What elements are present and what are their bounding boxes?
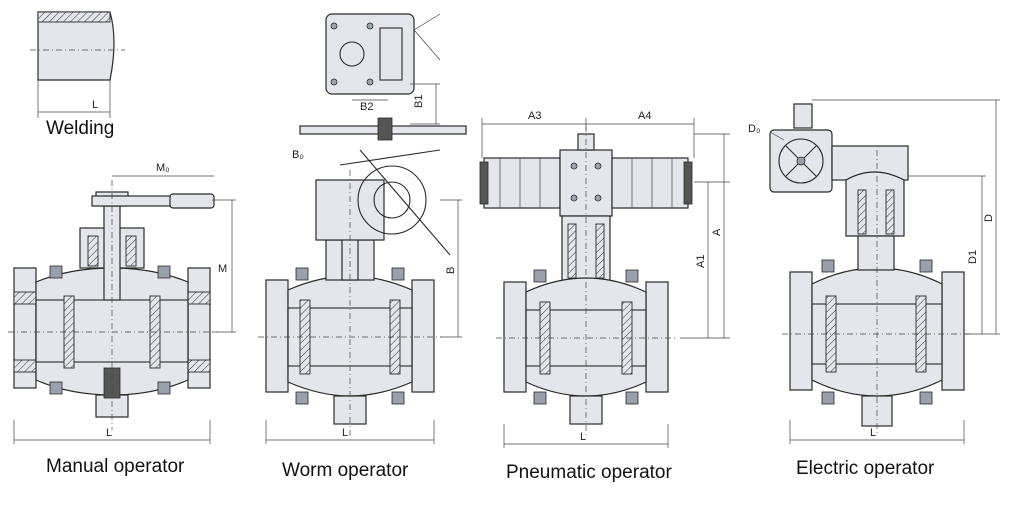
pneumatic-operator-drawing: A3 A4 A1 A L	[479, 110, 730, 448]
dim-pneu-l: L	[580, 431, 586, 443]
caption-manual-operator: Manual operator	[46, 456, 185, 477]
caption-worm-operator: Worm operator	[282, 460, 409, 481]
caption-welding: Welding	[46, 118, 115, 139]
dim-elec-l: L	[870, 427, 876, 439]
caption-pneumatic-operator: Pneumatic operator	[506, 462, 672, 483]
dim-worm-b1: B1	[413, 95, 425, 108]
dim-worm-b2: B2	[360, 101, 373, 113]
dim-elec-d1: D1	[967, 250, 979, 264]
dim-manual-l: L	[106, 427, 112, 439]
dim-welding-l: L	[92, 99, 98, 111]
dim-elec-d0: D₀	[748, 123, 761, 135]
worm-operator-drawing: B1 B2 B₀ B L	[258, 13, 467, 444]
dim-worm-b0: B₀	[292, 149, 304, 161]
welding-end-detail: L	[30, 11, 125, 118]
dim-elec-d: D	[983, 214, 995, 222]
manual-operator-drawing: M₀ M L	[8, 162, 236, 444]
dim-worm-l: L	[342, 427, 348, 439]
dim-pneu-a: A	[711, 228, 723, 236]
dim-pneu-a4: A4	[638, 110, 651, 122]
dim-manual-m: M	[218, 263, 227, 275]
dim-pneu-a1: A1	[695, 255, 707, 268]
dim-pneu-a3: A3	[528, 110, 541, 122]
caption-electric-operator: Electric operator	[796, 458, 935, 479]
dim-manual-m0: M₀	[156, 162, 170, 174]
dim-worm-b: B	[445, 267, 457, 274]
electric-operator-drawing: D₀ D1 D L	[748, 99, 1000, 444]
